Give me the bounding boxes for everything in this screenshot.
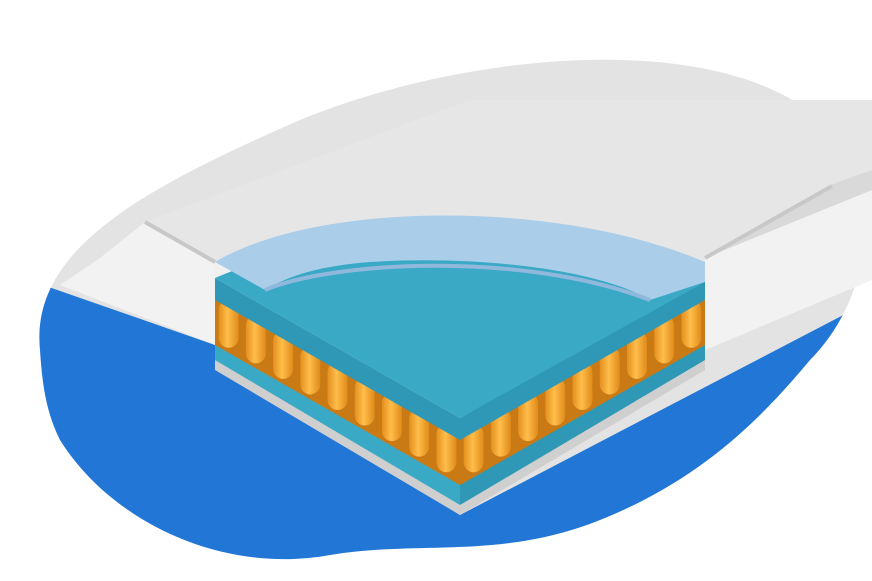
mattress-top-surface [145, 100, 872, 262]
mattress-edge-left [144, 220, 216, 264]
mattress-side-right [705, 190, 872, 350]
coil-spring-left-4 [327, 362, 348, 410]
coil-spring-right-7 [654, 315, 675, 364]
coil-spring-right-1 [490, 408, 511, 457]
coil-spring-right-4 [572, 362, 593, 410]
base-layer-left [215, 340, 460, 505]
comfort-layer [215, 215, 705, 300]
coil-spring-right-0 [463, 424, 484, 473]
foam-layer-side-left [215, 278, 460, 440]
foam-layer-side-right [460, 278, 705, 440]
coil-spring-left-5 [354, 377, 375, 426]
coil-spring-left-8 [436, 424, 457, 473]
mattress-edge-right [704, 184, 833, 260]
coil-spring-right-5 [599, 346, 620, 395]
coil-spring-right-6 [626, 330, 647, 379]
coil-spring-left-0 [218, 299, 239, 348]
coil-spring-left-7 [409, 408, 430, 457]
comfort-layer-edge [264, 263, 651, 302]
coil-spring-right-2 [518, 393, 539, 442]
coil-spring-left-1 [245, 315, 266, 364]
coil-springs [218, 299, 702, 473]
coil-spring-left-3 [300, 346, 321, 395]
base-layer-right [460, 340, 705, 505]
coil-spring-right-3 [545, 377, 566, 426]
foam-layer-top [215, 241, 705, 418]
coil-spring-left-2 [273, 330, 294, 379]
mattress-side-left [60, 222, 215, 345]
coil-spring-right-8 [681, 299, 702, 348]
coil-spring-left-6 [381, 393, 402, 442]
